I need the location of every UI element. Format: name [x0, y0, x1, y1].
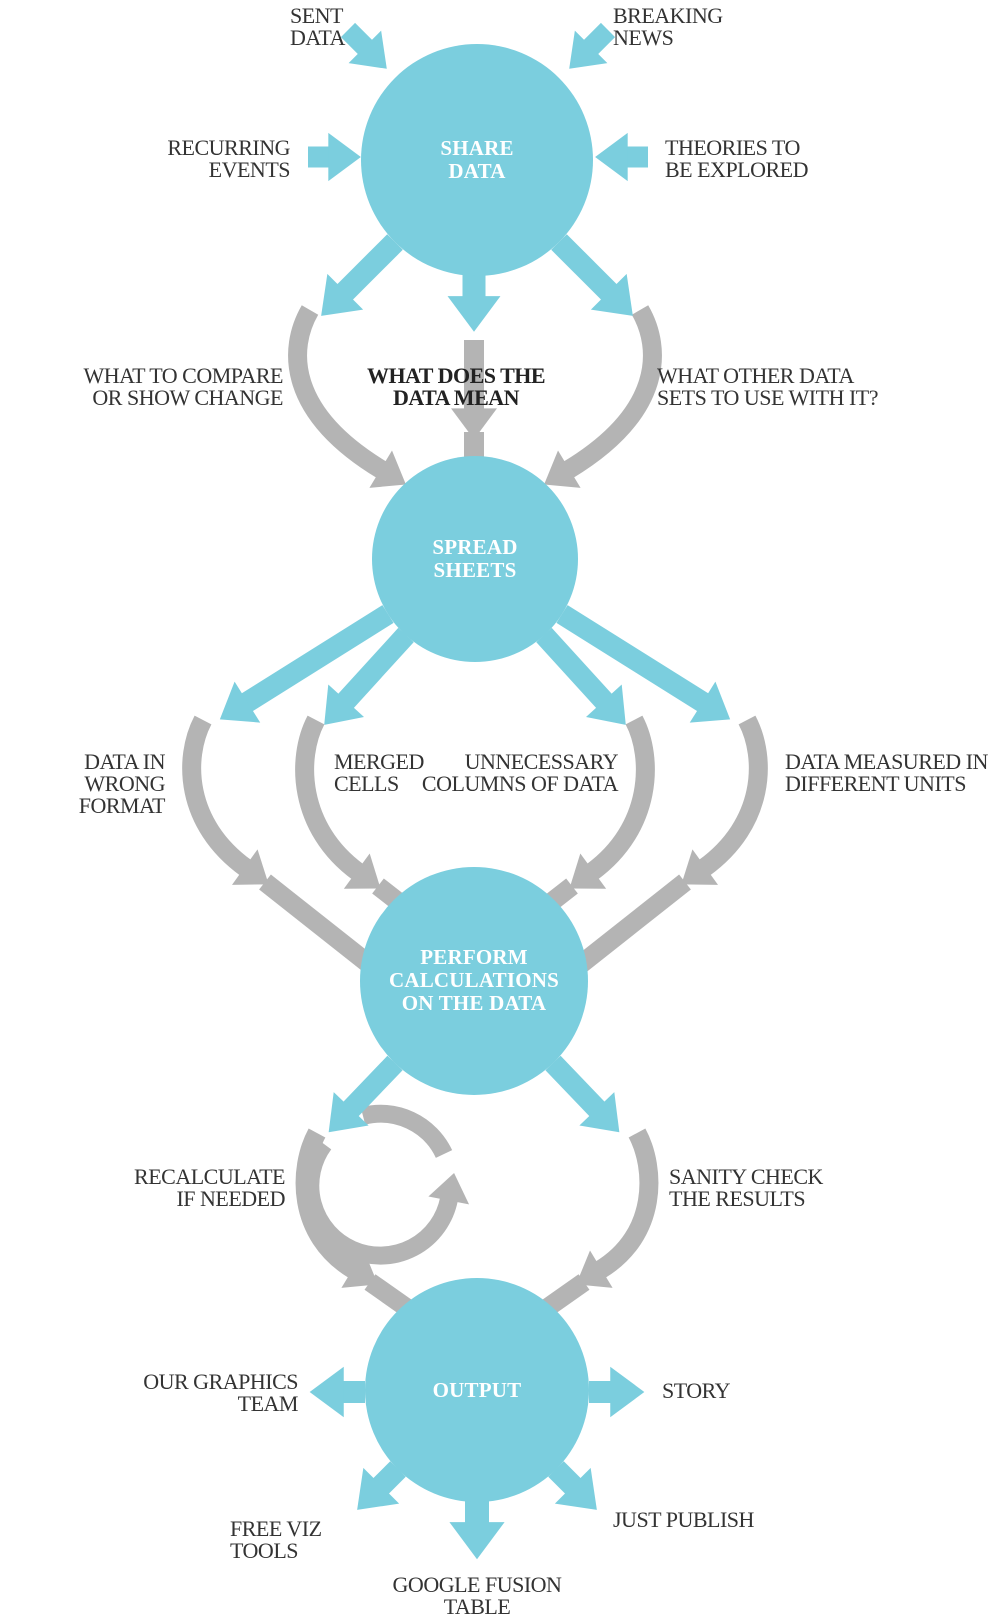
arrow-merged-cells-to-calculations [295, 715, 381, 889]
arrow-share-to-compare [321, 234, 403, 316]
connector-shaft-wrong-format [259, 874, 376, 973]
arrow-output-to-free-viz [357, 1461, 406, 1510]
node-output [365, 1278, 589, 1502]
recalculate-loop-arrow [301, 1138, 470, 1265]
label-different-units: DATA MEASURED IN DIFFERENT UNITS [785, 749, 988, 796]
label-free-viz-tools: FREE VIZ TOOLS [230, 1516, 322, 1563]
arrow-unnecessary-columns-to-calculations [569, 715, 655, 889]
node-label-spreadsheets: SPREAD SHEETS [432, 535, 518, 582]
node-label-output: OUTPUT [432, 1378, 522, 1402]
loop-tail-arc [360, 1104, 453, 1159]
arrow-calculations-to-recalculate [328, 1055, 403, 1133]
label-breaking-news: BREAKING NEWS [613, 3, 723, 50]
label-unnecessary-columns: UNNECESSARY COLUMNS OF DATA [421, 749, 619, 796]
node-spreadsheets [372, 456, 578, 662]
arrow-spreadsheets-to-merged-cells [324, 627, 414, 725]
label-what-other-data: WHAT OTHER DATA SETS TO USE WITH IT? [657, 363, 879, 410]
label-sent-data: SENT DATA [290, 3, 345, 50]
label-recurring-events: RECURRING EVENTS [167, 135, 290, 182]
arrow-other-data-to-spreadsheets [544, 305, 662, 488]
label-what-to-compare: WHAT TO COMPARE OR SHOW CHANGE [83, 363, 283, 410]
label-wrong-format: DATA IN WRONG FORMAT [78, 749, 166, 818]
arrow-spreadsheets-to-different-units [556, 605, 731, 723]
label-theories: THEORIES TO BE EXPLORED [665, 135, 809, 182]
arrow-spreadsheets-to-unnecessary-columns [536, 627, 626, 725]
label-graphics-team: OUR GRAPHICS TEAM [143, 1369, 298, 1416]
arrow-sanity-check-to-output [576, 1128, 659, 1288]
arrow-share-to-other-data [551, 234, 633, 316]
arrow-sent-data-in [340, 22, 387, 69]
node-label-perform-calculations: PERFORM CALCULATIONS ON THE DATA [388, 945, 560, 1015]
label-google-fusion-table: GOOGLE FUSION TABLE [392, 1572, 562, 1619]
arrow-breaking-news-in [569, 22, 616, 69]
arrow-compare-to-spreadsheets [288, 305, 406, 488]
label-just-publish: JUST PUBLISH [613, 1507, 754, 1532]
node-perform-calculations [360, 867, 588, 1095]
node-share-data [361, 44, 593, 276]
arrow-output-to-just-publish [548, 1461, 597, 1510]
arrow-spreadsheets-to-wrong-format [219, 605, 394, 723]
label-what-does-data-mean: WHAT DOES THE DATA MEAN [366, 363, 546, 410]
node-label-share-data: SHARE DATA [440, 136, 514, 183]
connector-shaft-different-units [574, 874, 691, 973]
label-story: STORY [662, 1378, 731, 1403]
arrow-wrong-format-to-calculations [182, 715, 269, 885]
arrow-calculations-to-sanity-check [545, 1055, 620, 1133]
arrow-different-units-to-calculations [681, 715, 768, 885]
label-recalculate: RECALCULATE IF NEEDED [134, 1164, 285, 1211]
label-merged-cells: MERGED CELLS [334, 749, 424, 796]
label-sanity-check: SANITY CHECK THE RESULTS [669, 1164, 823, 1211]
